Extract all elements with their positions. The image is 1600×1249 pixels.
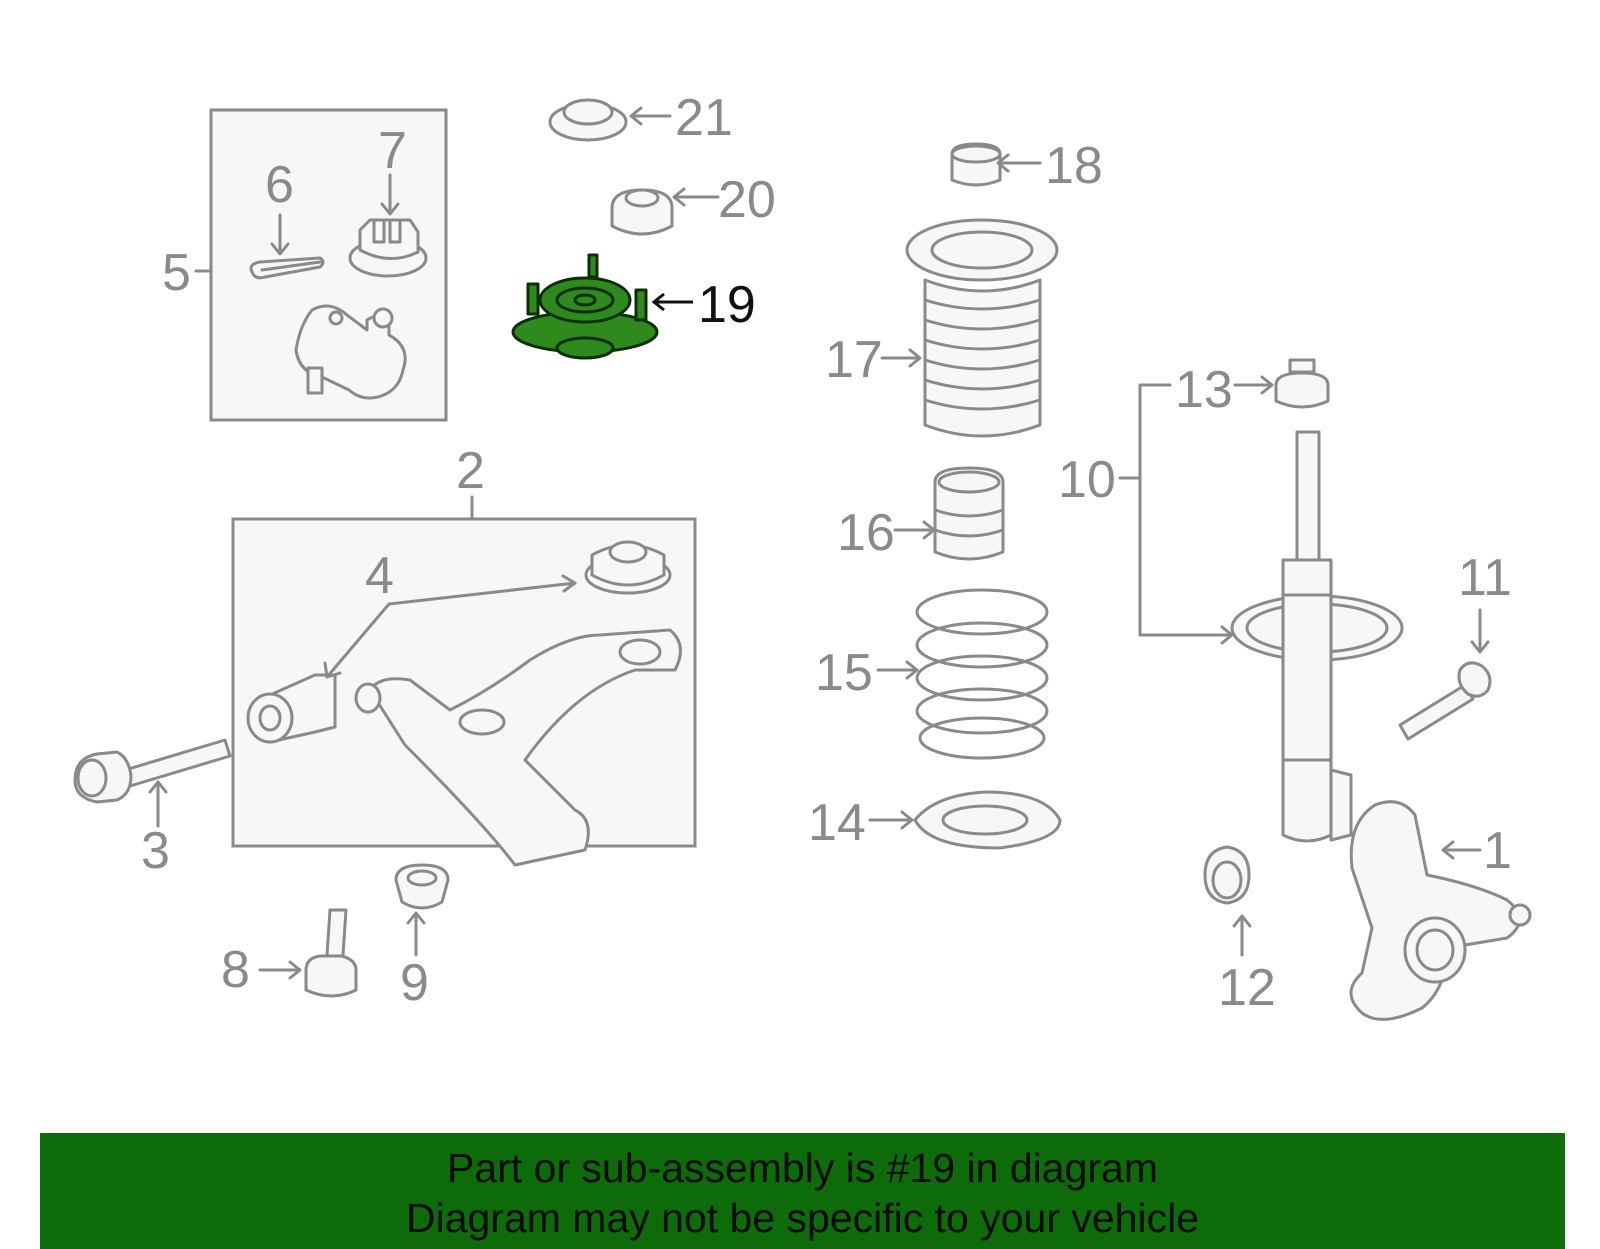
callout-11[interactable]: 11 xyxy=(1458,549,1512,607)
callout-6[interactable]: 6 xyxy=(265,156,294,214)
part-10-strut[interactable] xyxy=(1230,430,1404,843)
callout-14[interactable]: 14 xyxy=(808,794,866,852)
banner-line-2: Diagram may not be specific to your vehi… xyxy=(405,1195,1199,1241)
callout-4[interactable]: 4 xyxy=(365,547,394,605)
part-19-strut-mount[interactable] xyxy=(511,253,659,360)
banner-line-1: Part or sub-assembly is #19 in diagram xyxy=(447,1145,1158,1191)
part-16-bump-stop[interactable] xyxy=(933,466,1005,561)
part-8-bolt[interactable] xyxy=(304,908,358,998)
callout-7[interactable]: 7 xyxy=(378,122,407,180)
callout-15[interactable]: 15 xyxy=(815,644,873,702)
callout-12[interactable]: 12 xyxy=(1218,959,1276,1017)
part-13-nut[interactable] xyxy=(1274,358,1330,409)
part-4-bushing-rear[interactable] xyxy=(584,540,672,595)
part-12-nut[interactable] xyxy=(1203,845,1251,905)
callout-19-highlighted[interactable]: 19 xyxy=(698,276,756,334)
part-7-castle-nut[interactable] xyxy=(348,218,428,278)
part-5-ball-joint[interactable] xyxy=(294,304,407,400)
callout-1[interactable]: 1 xyxy=(1483,822,1512,880)
callout-3[interactable]: 3 xyxy=(141,822,170,880)
callout-2[interactable]: 2 xyxy=(456,442,485,500)
part-2-control-arm[interactable] xyxy=(354,628,682,867)
callout-20[interactable]: 20 xyxy=(718,171,776,229)
callout-21[interactable]: 21 xyxy=(675,89,733,147)
part-11-bolt[interactable] xyxy=(1398,661,1492,741)
callout-13[interactable]: 13 xyxy=(1175,361,1233,419)
callout-5[interactable]: 5 xyxy=(162,244,191,302)
callout-16[interactable]: 16 xyxy=(837,504,895,562)
part-3-bolt[interactable] xyxy=(73,738,232,804)
part-14-spring-seat[interactable] xyxy=(913,790,1062,850)
part-6-cotter-pin[interactable] xyxy=(249,256,325,280)
part-17-boot[interactable] xyxy=(905,218,1059,438)
info-banner: Part or sub-assembly is #19 in diagram D… xyxy=(40,1133,1565,1249)
part-4-bushing-front[interactable] xyxy=(246,673,337,744)
part-18-spacer[interactable] xyxy=(950,142,1002,187)
callout-17[interactable]: 17 xyxy=(825,331,883,389)
part-21-cap[interactable] xyxy=(548,98,628,142)
callout-8[interactable]: 8 xyxy=(221,941,250,999)
part-9-nut[interactable] xyxy=(394,863,450,910)
part-1-steering-knuckle[interactable] xyxy=(1349,800,1532,1021)
callout-18[interactable]: 18 xyxy=(1045,137,1103,195)
callout-10[interactable]: 10 xyxy=(1058,451,1116,509)
part-20-nut[interactable] xyxy=(610,188,674,236)
callout-9[interactable]: 9 xyxy=(400,954,429,1012)
part-15-coil-spring[interactable] xyxy=(915,588,1049,760)
